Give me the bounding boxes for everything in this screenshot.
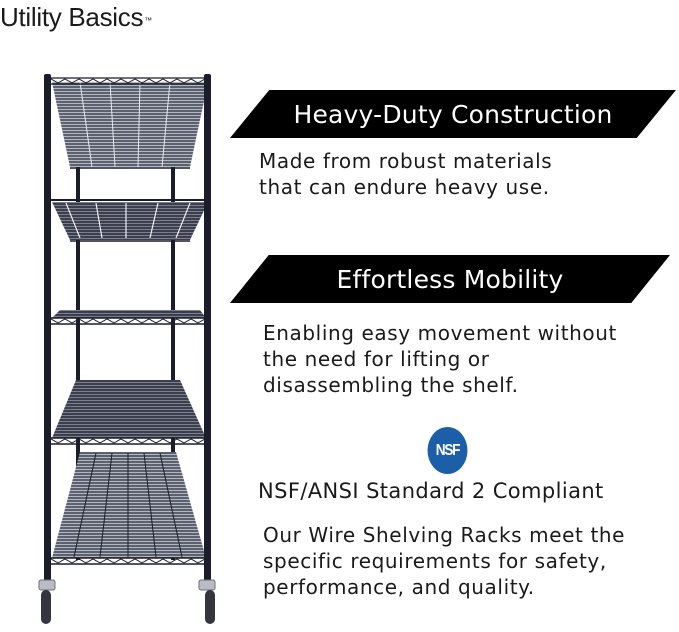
feature-banner-mobility: Effortless Mobility xyxy=(230,255,670,303)
trademark-symbol: ™ xyxy=(144,16,152,25)
feature-title: Effortless Mobility xyxy=(336,264,564,294)
brand-name: Utility Basics xyxy=(0,2,144,32)
feature-description-heavy-duty: Made from robust materials that can endu… xyxy=(259,149,553,199)
feature-title: Heavy-Duty Construction xyxy=(293,99,613,129)
certification-description: Our Wire Shelving Racks meet the specifi… xyxy=(263,523,626,599)
feature-description-mobility: Enabling easy movement without the need … xyxy=(263,321,617,397)
nsf-certification-badge-icon: NSF xyxy=(427,427,468,474)
wire-shelving-rack-image xyxy=(38,74,216,624)
certification-title: NSF/ANSI Standard 2 Compliant xyxy=(258,479,604,503)
feature-banner-heavy-duty: Heavy-Duty Construction xyxy=(230,90,676,138)
brand-logo: Utility Basics™ xyxy=(0,0,152,34)
